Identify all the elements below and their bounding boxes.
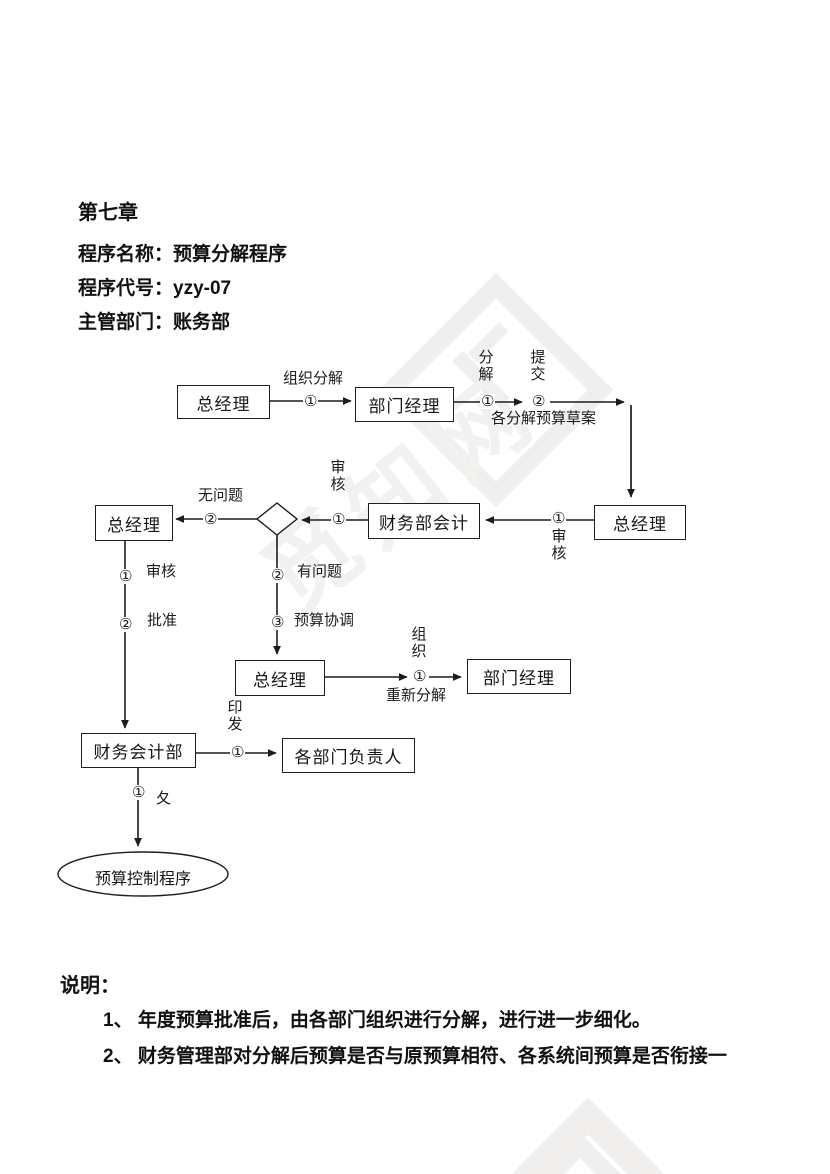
department: 主管部门：账务部 [78,312,231,333]
step-circle-3: ③ [270,614,286,631]
step-circle-2: ② [118,616,134,633]
label-review-vertical-right: 审 核 [551,528,567,562]
box-deptmgr-top: 部门经理 [355,387,454,422]
label-approve: 批准 [147,612,178,629]
notes-title: 说明： [60,975,120,997]
box-gm-left: 总经理 [95,505,173,541]
label-organize-vertical: 组 织 [411,626,427,660]
step-circle-1: ① [131,784,147,801]
label-redecompose: 重新分解 [386,687,447,704]
note-item-1: 1、 年度预算批准后，由各部门组织进行分解，进行进一步细化。 [103,1010,651,1031]
label-decompose-vertical: 分 解 [478,349,494,383]
box-finance-dept: 财务会计部 [81,733,196,768]
label-draft-budgets: 各分解预算草案 [491,410,597,427]
label-budget-control: 预算控制程序 [94,871,191,888]
label-organize-decompose: 组织分解 [283,370,344,387]
decision-diamond [255,502,299,536]
procedure-name: 程序名称：预算分解程序 [78,244,288,265]
step-circle-1: ① [331,511,347,528]
step-circle-1: ① [412,668,428,685]
label-misc-glyph: 夂 [156,790,172,807]
box-finance-accountant: 财务部会计 [368,503,480,539]
step-circle-2: ② [270,567,286,584]
step-circle-1: ① [480,393,496,410]
step-circle-1: ① [230,744,246,761]
label-review-vertical-mid: 审 核 [330,459,346,493]
procedure-code: 程序代号：yzy-07 [78,278,232,299]
label-no-problem: 无问题 [198,487,244,504]
step-circle-1: ① [551,510,567,527]
box-gm-right: 总经理 [594,505,686,540]
step-circle-1: ① [303,393,319,410]
step-circle-2: ② [203,511,219,528]
label-budget-coordination: 预算协调 [294,612,355,629]
step-circle-1: ① [118,568,134,585]
chapter-title: 第七章 [78,202,138,224]
label-submit-vertical: 提 交 [530,349,546,383]
box-deptmgr-mid: 部门经理 [467,659,571,694]
label-review: 审核 [146,563,177,580]
box-dept-heads: 各部门负责人 [282,738,415,773]
end-ellipse [57,851,229,897]
label-print-issue-vertical: 印 发 [227,699,243,733]
box-gm-top: 总经理 [177,385,270,419]
step-circle-2: ② [531,393,547,410]
label-has-problem: 有问题 [297,563,343,580]
box-gm-mid: 总经理 [235,660,325,696]
note-item-2: 2、 财务管理部对分解后预算是否与原预算相符、各系统间预算是否衔接一 [103,1046,727,1067]
